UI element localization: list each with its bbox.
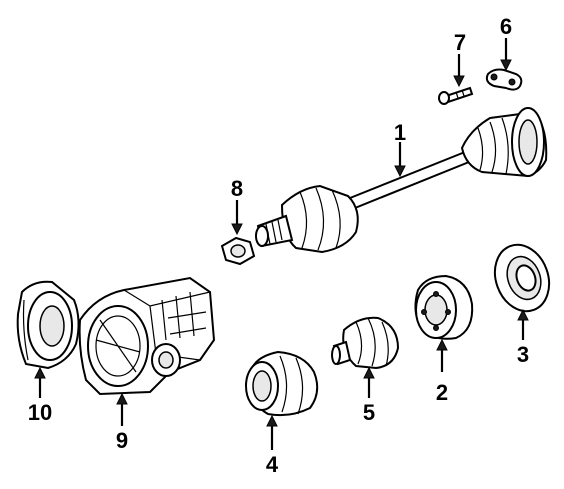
callout-2: 2 — [436, 380, 448, 405]
axle-shaft-icon — [255, 107, 548, 254]
callout-1: 1 — [394, 120, 406, 145]
leader-lines — [34, 38, 529, 450]
callout-9: 9 — [116, 428, 128, 453]
small-boot-icon — [331, 316, 400, 370]
nut-icon — [220, 236, 256, 266]
callout-5: 5 — [363, 400, 375, 425]
cover-plate-icon — [16, 280, 80, 370]
large-boot-icon — [244, 350, 319, 417]
callout-3: 3 — [517, 342, 529, 367]
lock-plate-icon — [485, 68, 523, 91]
seal-ring-icon — [493, 243, 551, 313]
callout-10: 10 — [28, 400, 52, 425]
bolt-icon — [438, 86, 474, 105]
flange-icon — [414, 274, 474, 340]
callout-6: 6 — [500, 14, 512, 39]
callout-7: 7 — [454, 30, 466, 55]
callout-8: 8 — [231, 176, 243, 201]
callout-4: 4 — [266, 452, 279, 477]
differential-housing-icon — [78, 276, 216, 396]
